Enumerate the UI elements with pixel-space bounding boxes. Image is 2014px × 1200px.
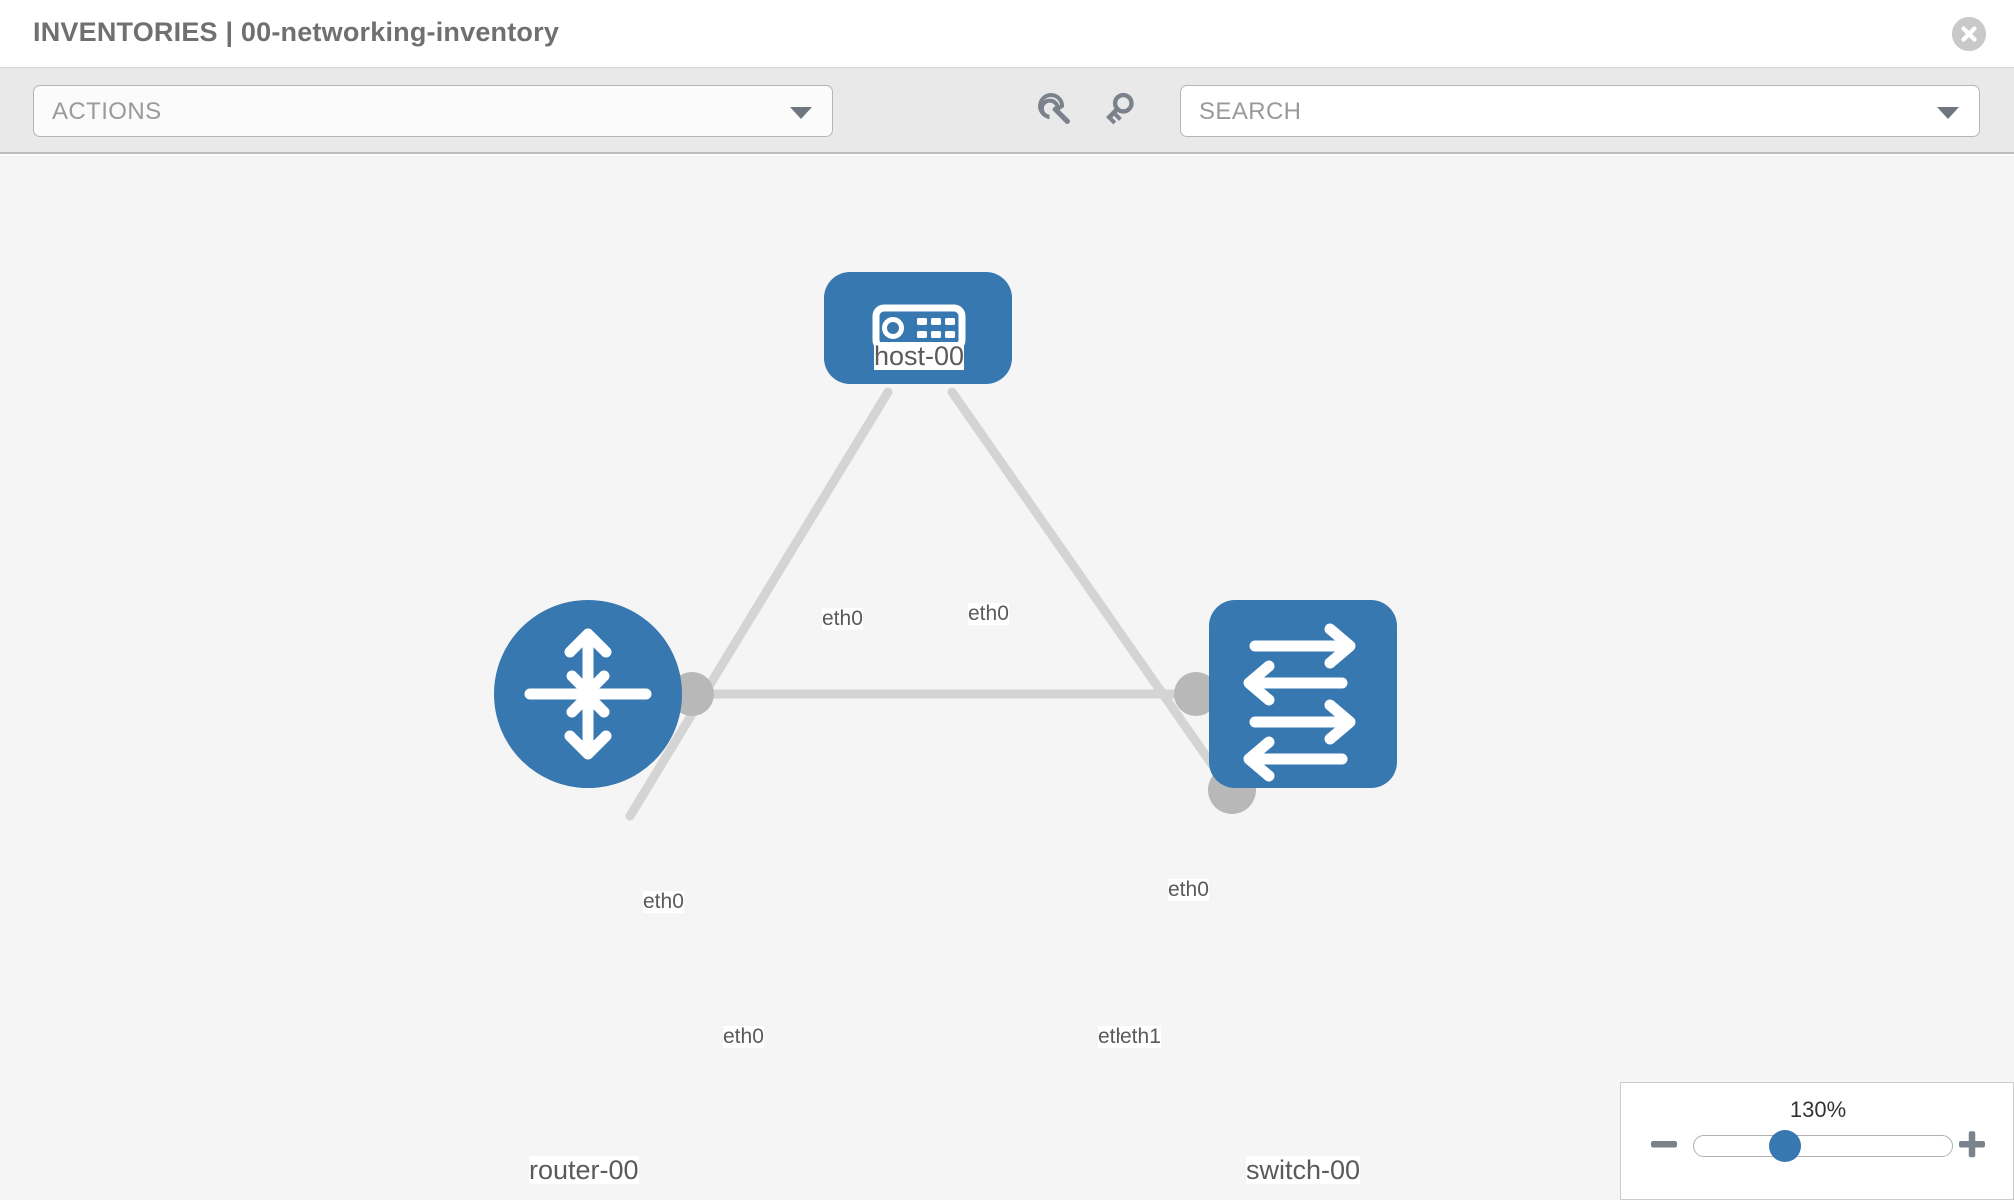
page-header: INVENTORIES | 00-networking-inventory [0,0,2014,68]
node-switch-00[interactable] [1209,600,1397,788]
search-placeholder: SEARCH [1199,98,1302,125]
topology-graph [494,272,1397,821]
key-icon[interactable] [1102,90,1146,132]
interface-label: eth0 [968,602,1009,626]
router-arrows-icon [524,628,652,760]
interface-label: eth0 [822,607,863,631]
connector-switch-west[interactable] [1174,672,1218,716]
search-input[interactable]: SEARCH [1180,85,1980,137]
link-host-router[interactable] [625,387,893,821]
interface-label: eth0 [643,890,684,914]
interface-label: eth1 [1120,1025,1161,1049]
chevron-down-icon [1937,107,1959,119]
toolbar: ACTIONS SEARC [0,68,2014,154]
wrench-icon[interactable] [1035,90,1079,132]
topology-canvas[interactable]: host-00 router-00 switch-00 eth0 eth0 et… [0,156,2014,1200]
node-label-host-00: host-00 [874,341,965,371]
node-label-router-00: router-00 [529,1155,639,1185]
plus-icon[interactable] [1955,1127,1989,1161]
chevron-down-icon [790,107,812,119]
interface-label: eth0 [723,1025,764,1049]
actions-dropdown-label: ACTIONS [52,98,162,125]
server-icon-detail [882,317,955,339]
minus-icon[interactable] [1647,1127,1681,1161]
interface-label: eth0 [1168,878,1209,902]
zoom-slider-thumb[interactable] [1769,1130,1801,1162]
node-label-switch-00: switch-00 [1246,1155,1361,1185]
page-title: INVENTORIES | 00-networking-inventory [33,17,560,47]
node-router-00[interactable] [494,600,682,788]
topology-links [625,387,1239,821]
link-host-switch[interactable] [947,387,1239,801]
actions-dropdown[interactable]: ACTIONS [33,85,833,137]
node-host-00[interactable] [824,272,1012,384]
close-icon[interactable] [1952,17,1986,51]
zoom-control-panel: 130% [1620,1082,2014,1200]
switch-arrows-icon [1243,623,1356,782]
zoom-level-value: 130% [1789,1097,1847,1122]
zoom-slider-track[interactable] [1693,1135,1953,1157]
